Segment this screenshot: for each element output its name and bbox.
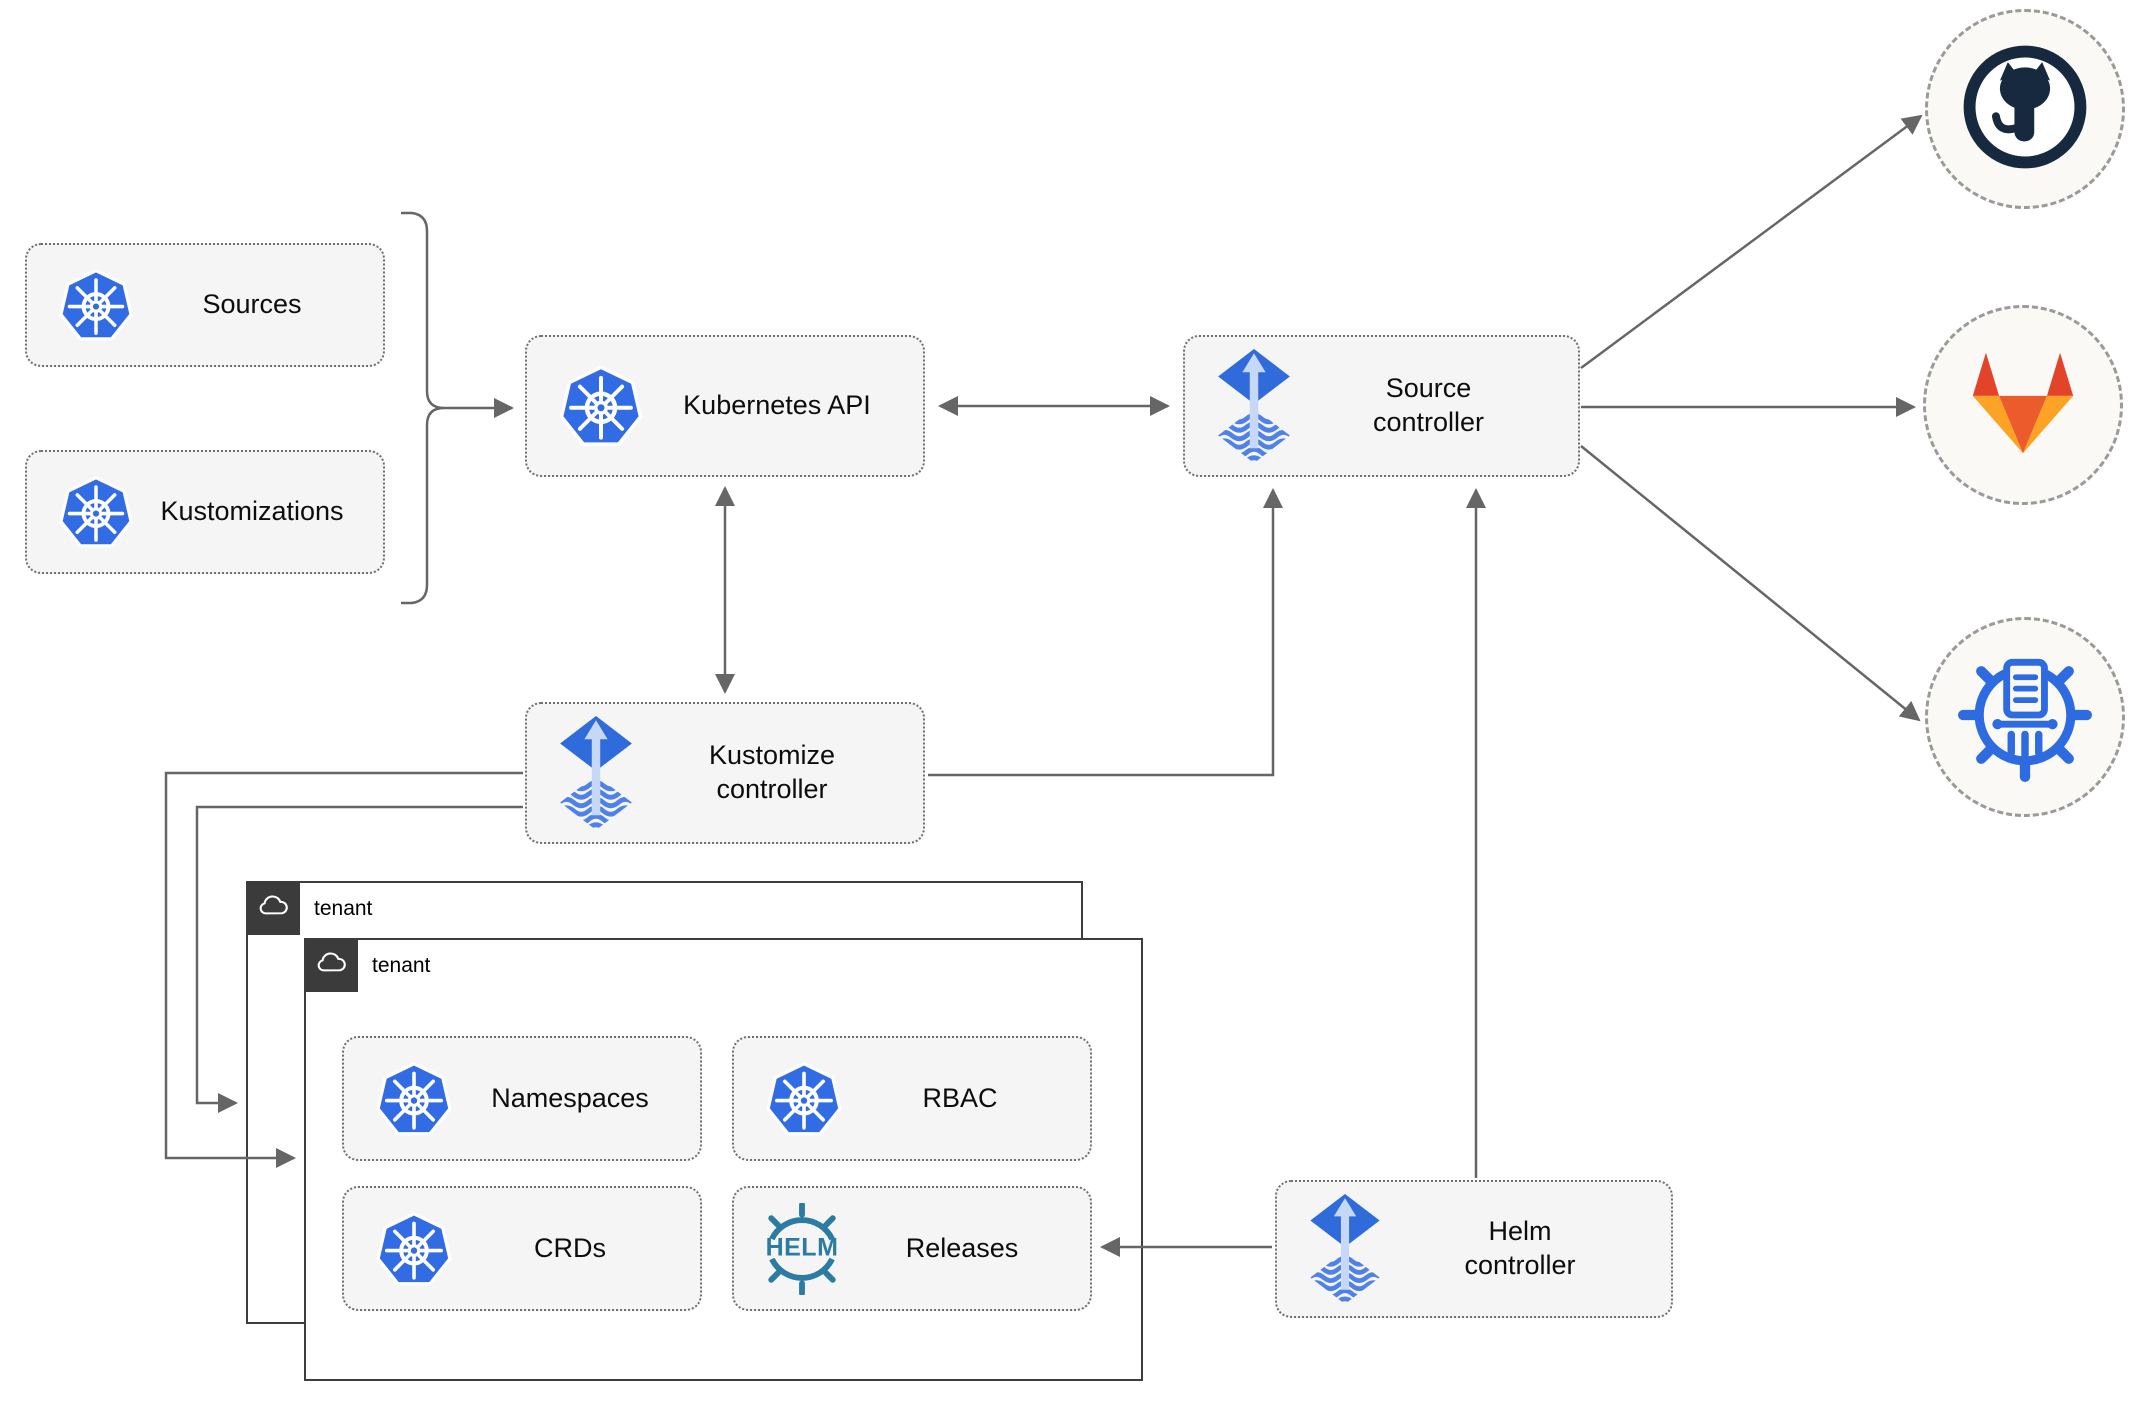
helm-wordmark: HELM — [765, 1232, 839, 1261]
kubernetes-icon — [764, 1059, 844, 1139]
node-helm-controller: Helm controller — [1275, 1180, 1673, 1318]
node-kustomize-controller: Kustomize controller — [525, 702, 925, 844]
node-sources: Sources — [25, 243, 385, 367]
tenant-group-inner: tenant Namespaces RBAC CRDs HELM — [304, 938, 1143, 1381]
cloud-icon — [258, 895, 290, 923]
flux-icon — [557, 716, 635, 830]
node-label: CRDs — [534, 1232, 606, 1263]
cloud-icon — [316, 952, 348, 980]
github-icon — [1959, 41, 2091, 178]
edge-source-chartmuseum — [1580, 445, 1921, 722]
tenant-label: tenant — [314, 896, 373, 920]
kubernetes-icon — [374, 1059, 454, 1139]
chartmuseum-badge — [1925, 617, 2125, 817]
tenant-tab — [305, 939, 358, 992]
tenant-tab — [247, 882, 300, 935]
kubernetes-icon — [374, 1209, 454, 1289]
node-crds: CRDs — [342, 1186, 702, 1311]
kubernetes-icon — [57, 266, 135, 344]
kubernetes-icon — [57, 473, 135, 551]
node-label: Namespaces — [491, 1082, 649, 1113]
flux-icon — [1215, 349, 1293, 463]
node-kubernetes-api: Kubernetes API — [525, 335, 925, 477]
node-label: Sources — [202, 289, 302, 320]
group-brace — [401, 211, 445, 605]
node-label: Kustomize controller — [708, 740, 836, 804]
gitlab-badge — [1923, 305, 2123, 505]
node-releases: HELM Releases — [732, 1186, 1092, 1311]
chartmuseum-icon — [1956, 644, 2094, 791]
tenant-label: tenant — [372, 953, 431, 977]
helm-icon: HELM — [756, 1203, 848, 1295]
node-label: Helm controller — [1464, 1216, 1576, 1280]
node-label: RBAC — [922, 1082, 998, 1113]
node-source-controller: Source controller — [1183, 335, 1580, 477]
kubernetes-icon — [557, 362, 645, 450]
github-badge — [1925, 9, 2125, 209]
node-label: Kustomizations — [160, 496, 344, 527]
gitlab-icon — [1963, 348, 2083, 463]
flux-icon — [1307, 1194, 1383, 1304]
node-rbac: RBAC — [732, 1036, 1092, 1161]
edge-source-github — [1580, 114, 1923, 370]
node-label: Kubernetes API — [683, 390, 871, 421]
edge-kustomize-source — [928, 488, 1283, 777]
node-label: Releases — [905, 1232, 1019, 1263]
node-kustomizations: Kustomizations — [25, 450, 385, 574]
node-label: Source controller — [1372, 373, 1485, 437]
node-namespaces: Namespaces — [342, 1036, 702, 1161]
